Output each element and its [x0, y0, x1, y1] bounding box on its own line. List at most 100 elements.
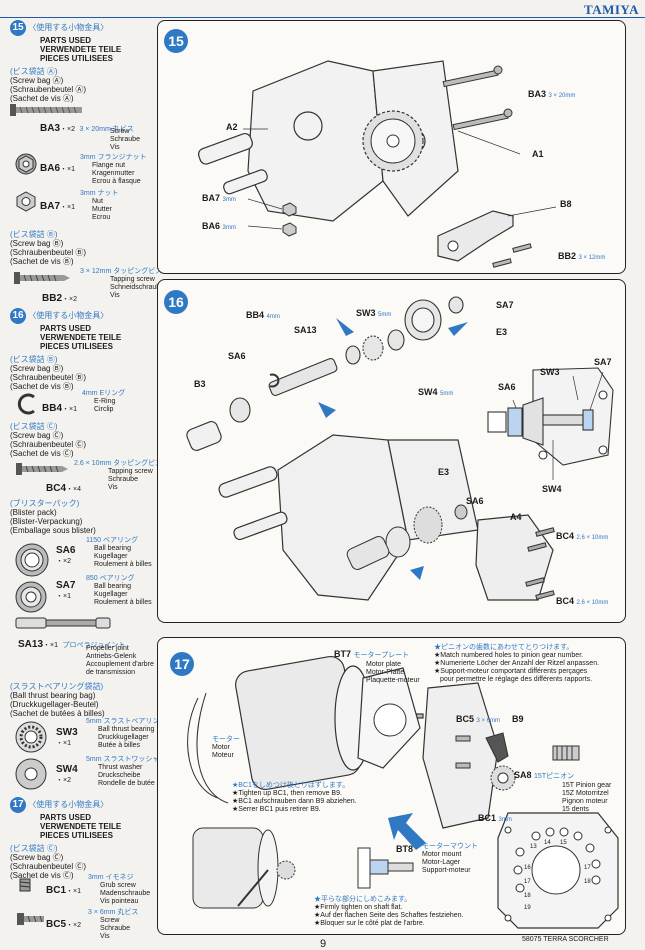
hole-number: 18	[584, 879, 591, 885]
hole-number: 18	[524, 893, 531, 899]
label-BB4: BB4 4mm	[246, 310, 280, 320]
hole-number: 17	[584, 865, 591, 871]
part-BB4: BB4・×1	[42, 403, 77, 414]
ball-bearing-icon	[15, 581, 47, 613]
tapping-screw-icon	[16, 463, 68, 475]
step-number-badge: 15	[10, 20, 26, 36]
brand-logo: TAMIYA	[583, 2, 639, 17]
step-16-panel: 16	[157, 279, 626, 623]
part-BA6: BA6・×1	[40, 163, 75, 174]
flange-nut-icon	[15, 153, 37, 175]
part-SA13: SA13・×1 プロペラジョイント	[18, 639, 126, 650]
parts-title: VERWENDETE TEILE	[40, 45, 122, 54]
detail-label-SW4: SW4	[542, 484, 562, 494]
hole-number: 15	[560, 840, 567, 846]
step-badge-17: 17	[170, 652, 194, 676]
step-number-badge: 17	[10, 797, 26, 813]
bag-label: (Sachet de vis Ⓐ)	[10, 94, 74, 103]
tapping-screw-icon	[14, 272, 70, 284]
label-BC1: BC1 3mm	[478, 813, 512, 823]
motor-label: モーター Motor Moteur	[212, 736, 240, 759]
differential-assembly-drawing	[186, 296, 614, 601]
grub-screw-icon	[19, 878, 31, 892]
motor-assembly-drawing	[187, 655, 619, 929]
part-BC4: BC4・×4	[46, 483, 81, 494]
part-BA7: BA7・×1	[40, 201, 75, 212]
part-SW3: SW3 ・×1	[56, 727, 78, 747]
step-badge-15: 15	[164, 29, 188, 53]
page-number: 9	[320, 938, 327, 950]
detail-label-SA7: SA7	[594, 357, 612, 367]
parts-title: PARTS USED	[40, 36, 91, 45]
detail-label-SW3: SW3	[540, 367, 560, 377]
header-rule	[0, 17, 645, 18]
label-B3: B3	[194, 379, 206, 389]
ball-bearing-icon	[15, 543, 49, 577]
label-BA6: BA6 3mm	[202, 221, 236, 231]
label-BC4-lower: BC4 2.6 × 10mm	[556, 596, 609, 606]
thrust-washer-icon	[15, 758, 47, 790]
blister-pack: (ブリスターパック) (Blister pack) (Blister-Verpa…	[10, 499, 96, 535]
model-name: 58075 TERRA SCORCHER	[522, 936, 609, 943]
hole-number: 17	[524, 879, 531, 885]
part-SA6: SA6 ・×2	[56, 545, 76, 565]
bag-label: (Screw bag Ⓐ)	[10, 76, 64, 85]
label-A2: A2	[226, 122, 238, 132]
label-BA3: BA3 3 × 20mm	[528, 89, 576, 99]
label-E3: E3	[496, 327, 508, 337]
step-badge-16: 16	[164, 290, 188, 314]
parts-list-15: 15 〈使用する小物金具〉 PARTS USED VERWENDETE TEIL…	[10, 20, 155, 103]
gearbox-assembly-drawing	[197, 60, 557, 268]
label-BB2: BB2 3 × 12mm	[558, 251, 606, 261]
hole-number: 14	[544, 840, 551, 846]
thrust-bag: (スラストベアリング袋詰) (Ball thrust bearing bag) …	[10, 682, 105, 718]
label-A1: A1	[532, 149, 544, 159]
part-BA3: BA3・×2 3 × 20mm 丸ビス	[40, 123, 134, 134]
thrust-bearing-icon	[15, 721, 47, 753]
label-B8: B8	[560, 199, 572, 209]
part-BB2: BB2・×2	[42, 293, 77, 304]
label-E3-lower: E3	[438, 467, 450, 477]
pinion-gear	[490, 745, 580, 791]
part-SA7: SA7 ・×1	[56, 580, 76, 600]
label-BT7: BT7 モータープレート	[334, 649, 410, 659]
screw-icon	[10, 104, 82, 116]
label-SA13: SA13	[294, 325, 317, 335]
bag-B-15: (ビス袋詰 Ⓑ) (Screw bag Ⓑ) (Schraubenbeutel …	[10, 230, 87, 266]
hole-number: 19	[524, 905, 531, 911]
label-B9: B9	[512, 714, 524, 724]
nut-icon	[16, 191, 36, 212]
parts-heading-jp: 〈使用する小物金具〉	[28, 23, 109, 33]
label-BC5: BC5 3 × 6mm	[456, 714, 501, 724]
detail-label-SA6: SA6	[498, 382, 516, 392]
label-SW3: SW3 5mm	[356, 308, 392, 318]
parts-list-17: 17 〈使用する小物金具〉 PARTS USED VERWENDETE TEIL…	[10, 797, 122, 880]
shaft-flat-note: ★平らな部分にしめこみます。 ★Firmly tighten on shaft …	[314, 896, 464, 927]
label-SW4: SW4 5mm	[418, 387, 454, 397]
part-BC5: BC5・×2	[46, 919, 81, 930]
step-17-panel: 17	[157, 637, 626, 935]
label-A4: A4	[510, 512, 522, 522]
hole-number: 13	[530, 844, 537, 850]
part-BC1: BC1・×1	[46, 885, 81, 896]
label-SA6-lower: SA6	[466, 496, 484, 506]
parts-title: PIECES UTILISEES	[40, 54, 113, 63]
e-ring-icon	[17, 393, 35, 415]
hole-number: 16	[524, 865, 531, 871]
label-SA7: SA7	[496, 300, 514, 310]
spur-gear	[362, 110, 424, 172]
bag-label: (Schraubenbeutel Ⓐ)	[10, 85, 87, 94]
step-number-badge: 16	[10, 308, 26, 324]
label-SA6: SA6	[228, 351, 246, 361]
pinion-note: ★ピニオンの歯数にあわせてとりつけます。 ★Match numbered hol…	[434, 644, 600, 683]
label-BT8: BT8	[396, 844, 414, 854]
bag-label: (ビス袋詰 Ⓐ)	[10, 67, 58, 76]
part-SW4: SW4 ・×2	[56, 764, 78, 784]
propeller-joint-icon	[15, 617, 111, 629]
label-BA7: BA7 3mm	[202, 193, 236, 203]
label-SA8: SA8 15Tピニオン	[514, 770, 575, 780]
parts-list-16: 16 〈使用する小物金具〉 PARTS USED VERWENDETE TEIL…	[10, 308, 122, 391]
label-BC4: BC4 2.6 × 10mm	[556, 531, 609, 541]
screw-icon	[17, 913, 44, 925]
bag-C-16: (ビス袋詰 Ⓒ) (Screw bag Ⓒ) (Schraubenbeutel …	[10, 422, 87, 458]
